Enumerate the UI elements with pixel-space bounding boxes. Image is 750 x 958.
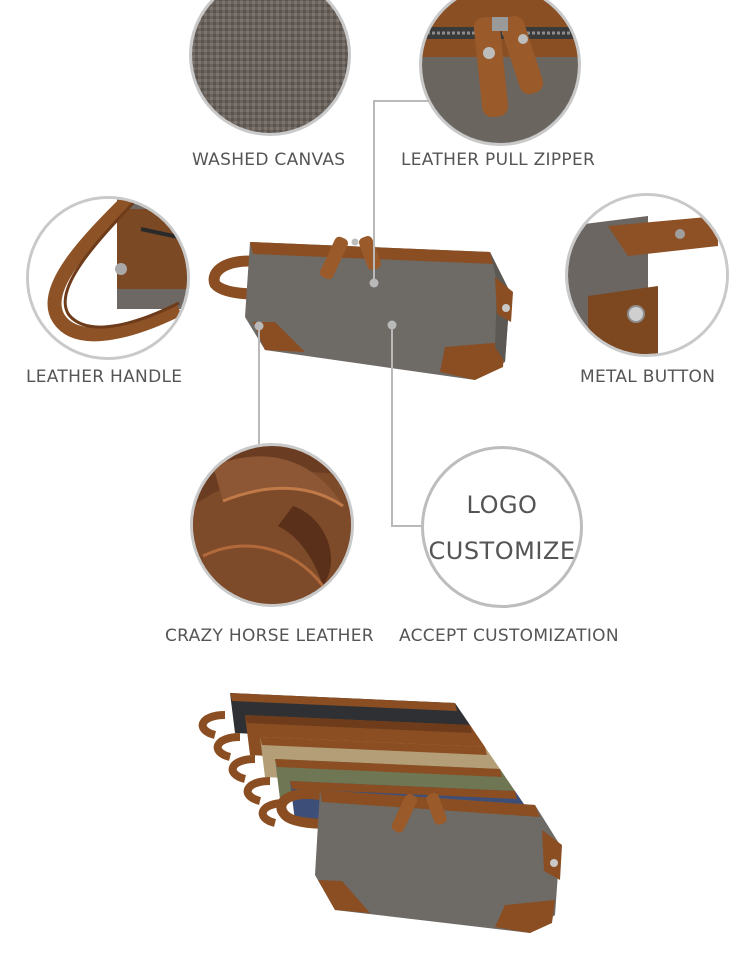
leather-handle-detail-image — [26, 196, 190, 360]
crazy-horse-leather-label: CRAZY HORSE LEATHER — [165, 626, 374, 646]
logo-connector-dot — [387, 320, 397, 330]
accept-customization-label: ACCEPT CUSTOMIZATION — [399, 626, 619, 646]
logo-customize-circle: LOGO CUSTOMIZE — [421, 446, 583, 608]
leather-connector-dot — [254, 321, 264, 331]
logo-connector-vertical — [391, 325, 393, 527]
customize-text: CUSTOMIZE — [428, 537, 576, 565]
logo-text: LOGO — [466, 491, 538, 519]
zipper-connector-vertical — [373, 100, 375, 283]
logo-connector-horizontal — [391, 525, 423, 527]
crazy-horse-leather-detail-image — [190, 443, 354, 607]
zipper-connector-dot — [369, 278, 379, 288]
washed-canvas-label: WASHED CANVAS — [192, 150, 346, 170]
zipper-connector-horizontal — [373, 100, 429, 102]
main-toiletry-bag-image — [205, 222, 525, 387]
metal-button-label: METAL BUTTON — [580, 367, 716, 387]
leather-handle-label: LEATHER HANDLE — [26, 367, 183, 387]
washed-canvas-detail-image — [189, 0, 351, 136]
leather-pull-zipper-detail-image — [419, 0, 581, 146]
leather-pull-zipper-label: LEATHER PULL ZIPPER — [401, 150, 596, 170]
metal-button-detail-image — [565, 193, 729, 357]
leather-connector-vertical — [258, 326, 260, 446]
color-variants-bag-lineup-image — [165, 685, 585, 940]
